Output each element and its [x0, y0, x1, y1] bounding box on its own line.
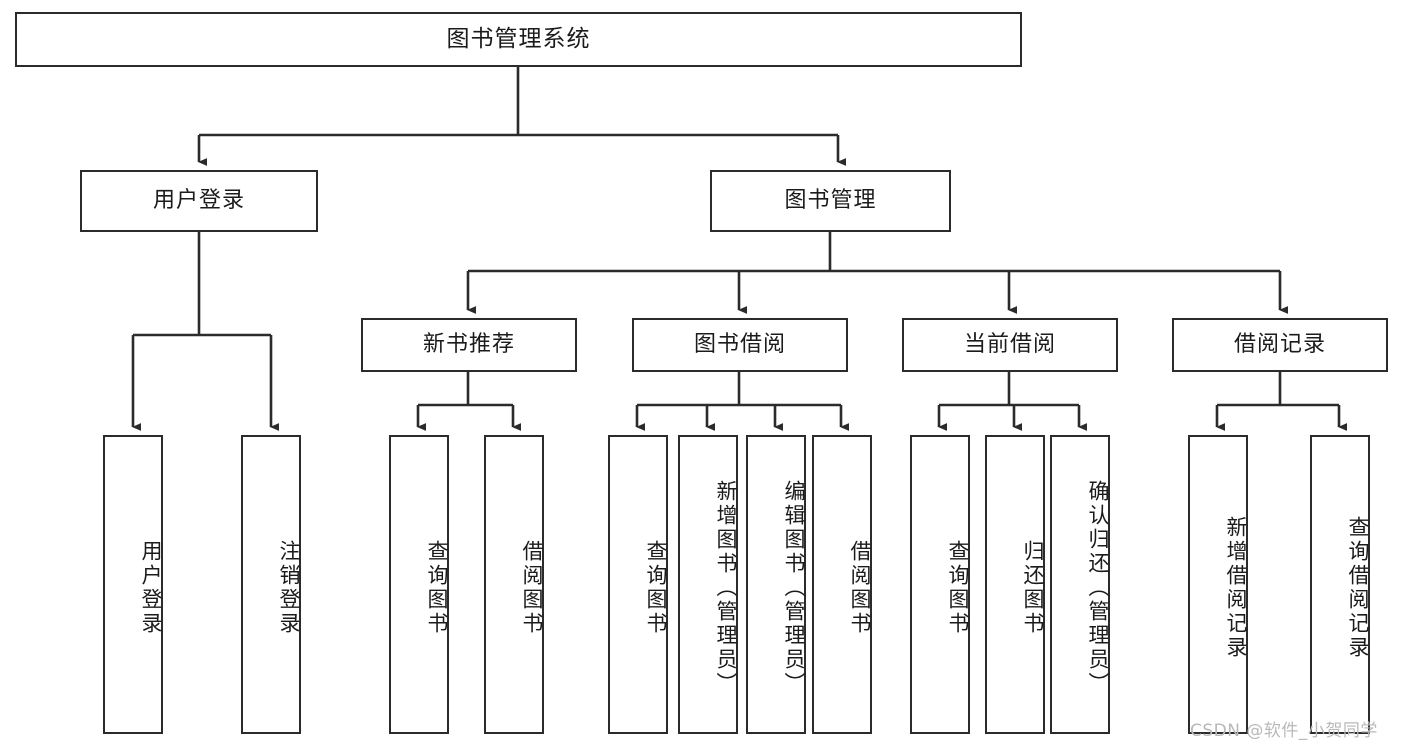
leaf-logout[interactable]: 注销登录 — [241, 435, 301, 734]
leaf-label: 注销登录 — [277, 539, 301, 636]
node-label: 用户登录 — [152, 187, 245, 213]
leaf-label: 用户登录 — [139, 539, 163, 636]
leaf-label: 新增借阅记录 — [1224, 515, 1248, 660]
node-book-borrow[interactable]: 图书借阅 — [632, 318, 848, 372]
node-new-book-recommend[interactable]: 新书推荐 — [361, 318, 577, 372]
leaf-user-login[interactable]: 用户登录 — [103, 435, 163, 734]
leaf-label: 查询借阅记录 — [1346, 515, 1370, 660]
leaf-label: 查询图书 — [425, 539, 449, 636]
leaf-query-book-current[interactable]: 查询图书 — [910, 435, 970, 734]
node-root[interactable]: 图书管理系统 — [15, 12, 1022, 67]
leaf-query-book-recommend[interactable]: 查询图书 — [389, 435, 449, 734]
leaf-label: 查询图书 — [644, 539, 668, 636]
leaf-label: 确认归还（管理员） — [1086, 479, 1110, 696]
leaf-label: 查询图书 — [946, 539, 970, 636]
leaf-add-book-admin[interactable]: 新增图书（管理员） — [678, 435, 738, 734]
leaf-edit-book-admin[interactable]: 编辑图书（管理员） — [746, 435, 806, 734]
node-label: 图书借阅 — [693, 331, 786, 357]
leaf-confirm-return-admin[interactable]: 确认归还（管理员） — [1050, 435, 1110, 734]
node-label: 借阅记录 — [1233, 331, 1326, 357]
watermark: CSDN @软件_小贺同学 — [1190, 721, 1378, 741]
leaf-label: 借阅图书 — [520, 539, 544, 636]
leaf-label: 新增图书（管理员） — [714, 479, 738, 696]
node-label: 图书管理 — [784, 187, 877, 213]
leaf-borrow-book[interactable]: 借阅图书 — [812, 435, 872, 734]
leaf-query-book-borrow[interactable]: 查询图书 — [608, 435, 668, 734]
node-user-login[interactable]: 用户登录 — [80, 170, 318, 232]
leaf-label: 编辑图书（管理员） — [782, 479, 806, 696]
leaf-add-borrow-record[interactable]: 新增借阅记录 — [1188, 435, 1248, 734]
leaf-return-book[interactable]: 归还图书 — [985, 435, 1045, 734]
node-label: 当前借阅 — [963, 331, 1056, 357]
node-root-label: 图书管理系统 — [446, 25, 591, 52]
node-label: 新书推荐 — [422, 331, 515, 357]
leaf-label: 归还图书 — [1021, 539, 1045, 636]
node-borrow-record[interactable]: 借阅记录 — [1172, 318, 1388, 372]
leaf-query-borrow-record[interactable]: 查询借阅记录 — [1310, 435, 1370, 734]
leaf-borrow-book-recommend[interactable]: 借阅图书 — [484, 435, 544, 734]
node-current-borrow[interactable]: 当前借阅 — [902, 318, 1118, 372]
leaf-label: 借阅图书 — [848, 539, 872, 636]
node-book-management[interactable]: 图书管理 — [710, 170, 951, 232]
